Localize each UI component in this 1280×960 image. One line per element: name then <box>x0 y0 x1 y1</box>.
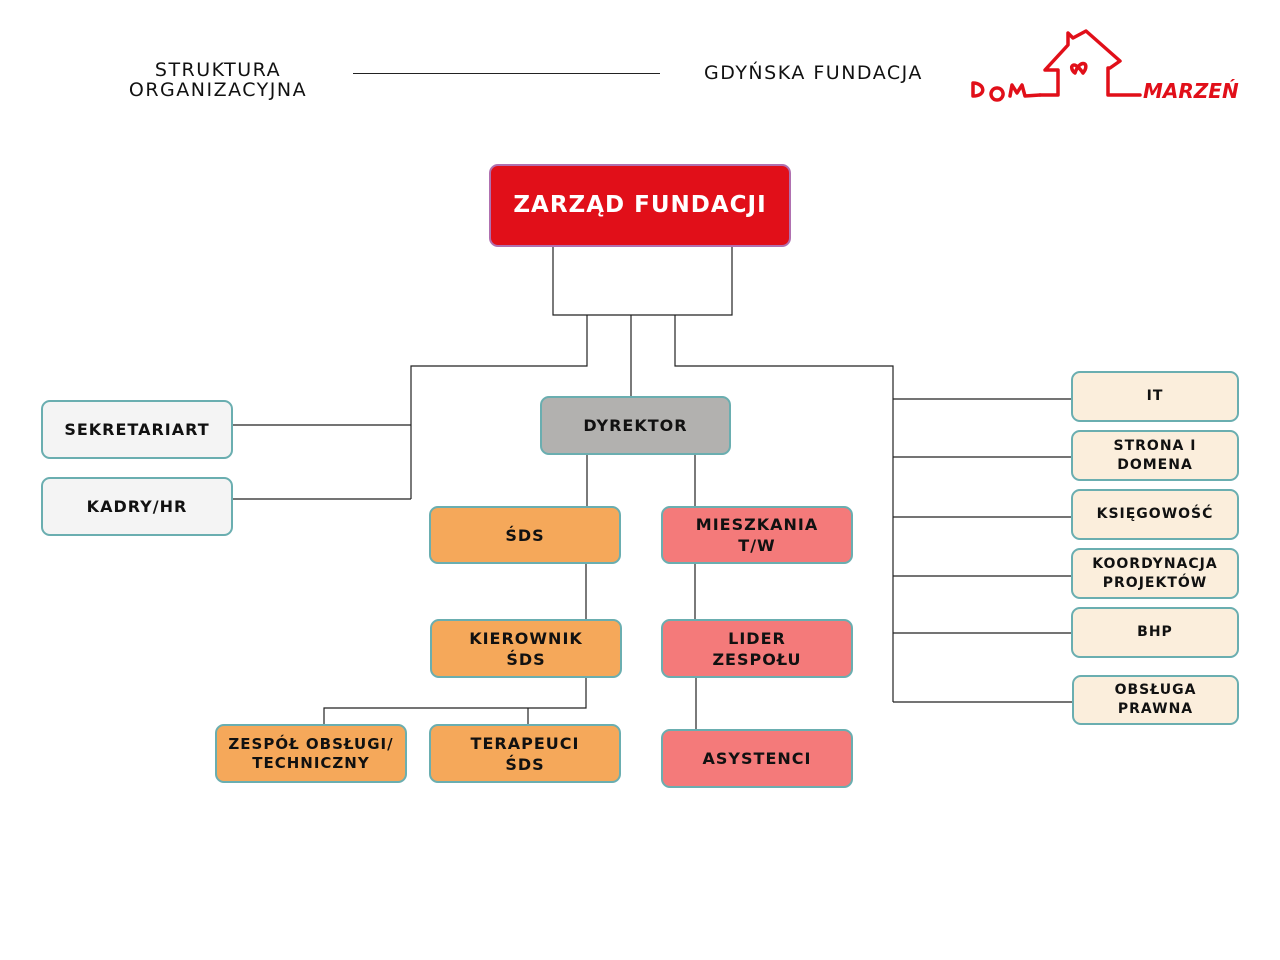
node-label: KIEROWNIK ŚDS <box>469 628 583 669</box>
node-board[interactable]: ZARZĄD FUNDACJI <box>489 164 791 247</box>
title-line-1: STRUKTURA <box>154 59 282 81</box>
node-label: MIESZKANIA T/W <box>695 515 819 555</box>
node-label: LIDER ZESPOŁU <box>712 628 802 669</box>
node-label: STRONA I DOMENA <box>1113 437 1197 473</box>
dom-marzen-logo: MARZEŃ <box>971 29 1239 103</box>
node-label: ZESPÓŁ OBSŁUGI/ TECHNICZNY <box>228 734 394 772</box>
node-housing[interactable]: MIESZKANIA T/W <box>661 506 853 564</box>
svg-text:MARZEŃ: MARZEŃ <box>1143 79 1239 103</box>
node-legal[interactable]: OBSŁUGA PRAWNA <box>1072 675 1239 725</box>
node-tech-staff[interactable]: ZESPÓŁ OBSŁUGI/ TECHNICZNY <box>215 724 407 783</box>
node-label: IT <box>1146 388 1164 404</box>
node-it[interactable]: IT <box>1071 371 1239 422</box>
node-label: TERAPEUCI ŚDS <box>470 733 580 774</box>
node-projects[interactable]: KOORDYNACJA PROJEKTÓW <box>1071 548 1239 599</box>
node-label: KSIĘGOWOŚĆ <box>1096 506 1214 522</box>
organization-name: GDYŃSKA FUNDACJA <box>704 62 923 84</box>
node-accounting[interactable]: KSIĘGOWOŚĆ <box>1071 489 1239 540</box>
node-label: KADRY/HR <box>86 497 188 516</box>
node-ohs[interactable]: BHP <box>1071 607 1239 658</box>
node-hr[interactable]: KADRY/HR <box>41 477 233 536</box>
title-line-2: ORGANIZACYJNA <box>128 79 308 101</box>
node-director[interactable]: DYREKTOR <box>540 396 731 455</box>
node-website[interactable]: STRONA I DOMENA <box>1071 430 1239 481</box>
node-label: BHP <box>1137 624 1173 640</box>
node-label: ŚDS <box>505 525 545 545</box>
node-therapists[interactable]: TERAPEUCI ŚDS <box>429 724 621 783</box>
node-sds-manager[interactable]: KIEROWNIK ŚDS <box>430 619 622 678</box>
node-label: ZARZĄD FUNDACJI <box>513 192 767 218</box>
node-label: OBSŁUGA PRAWNA <box>1114 682 1197 717</box>
node-team-leader[interactable]: LIDER ZESPOŁU <box>661 619 853 678</box>
header-divider <box>353 73 660 74</box>
node-secretariat[interactable]: SEKRETARIART <box>41 400 233 459</box>
node-label: SEKRETARIART <box>64 420 210 439</box>
node-label: KOORDYNACJA PROJEKTÓW <box>1092 555 1218 591</box>
node-label: ASYSTENCI <box>702 749 812 768</box>
node-assistants[interactable]: ASYSTENCI <box>661 729 853 788</box>
node-sds[interactable]: ŚDS <box>429 506 621 564</box>
node-label: DYREKTOR <box>583 416 688 435</box>
